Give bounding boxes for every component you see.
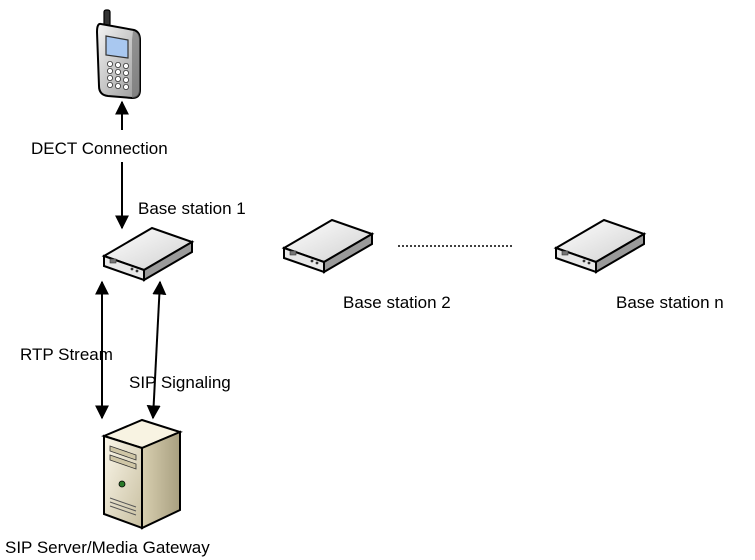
base-station-2-label: Base station 2	[343, 293, 451, 312]
rtp-stream-label: RTP Stream	[20, 345, 113, 364]
sip-server-label: SIP Server/Media Gateway	[5, 538, 210, 557]
base-station-1-icon	[101, 226, 195, 282]
base-station-2-icon	[281, 218, 375, 274]
base-station-n-icon	[553, 218, 647, 274]
sip-signaling-label: SIP Signaling	[129, 373, 231, 392]
base-station-n-label: Base station n	[616, 293, 724, 312]
server-tower-icon	[101, 418, 183, 530]
mobile-phone-icon	[95, 9, 141, 100]
dect-connection-label: DECT Connection	[31, 139, 168, 158]
base-station-1-label: Base station 1	[138, 199, 246, 218]
sip-signaling-arrow	[146, 280, 167, 420]
